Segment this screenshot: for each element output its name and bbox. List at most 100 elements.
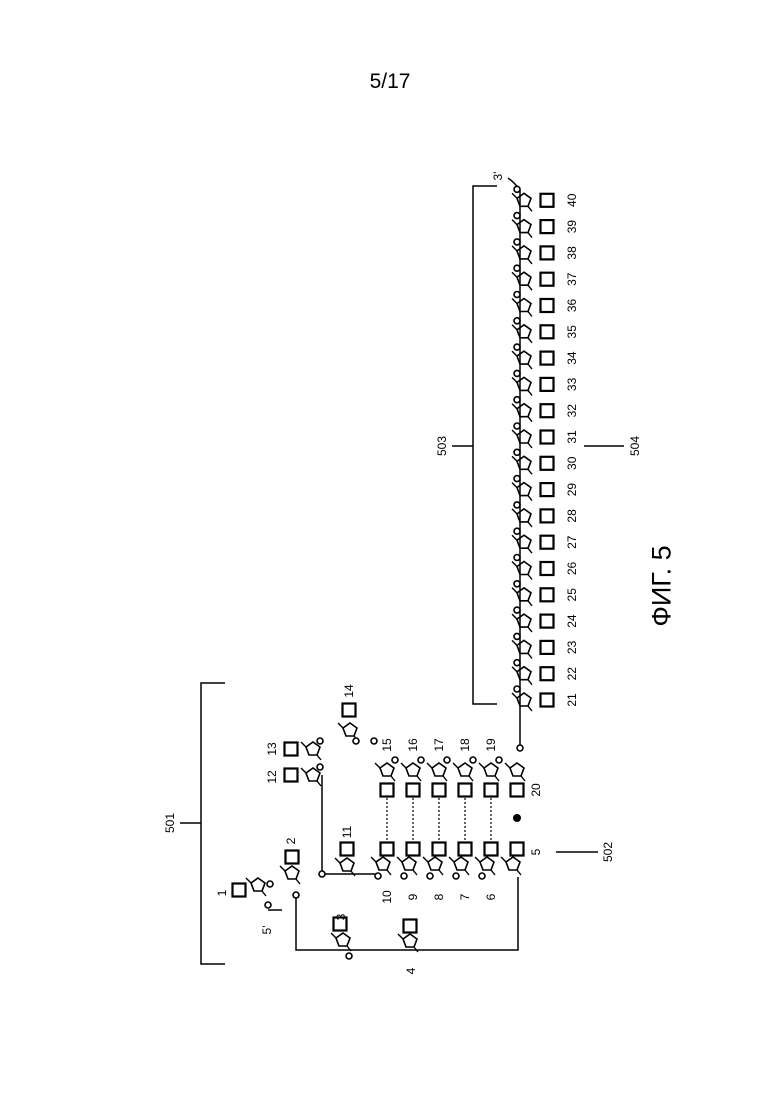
- sugar-icon: [512, 562, 532, 580]
- sugar-icon: [512, 509, 532, 527]
- tail-nucleotide: [512, 686, 554, 711]
- sugar-icon: [512, 640, 532, 658]
- stem-upper-label: 19: [484, 738, 498, 752]
- tail-label: 21: [565, 693, 579, 707]
- label-14: 14: [342, 684, 356, 698]
- tail-nucleotide: [512, 423, 554, 448]
- phosphate-icon: [514, 265, 520, 271]
- stem-lower-label: 10: [380, 890, 394, 904]
- tail-nucleotide: [512, 633, 554, 658]
- base-square-icon: [541, 378, 554, 391]
- tail-label: 32: [565, 404, 579, 418]
- tail-nucleotide: [512, 449, 554, 474]
- base-square-icon: [541, 536, 554, 549]
- tail-nucleotide: [512, 528, 554, 553]
- phosphate-icon: [514, 502, 520, 508]
- tail-nucleotide: [512, 660, 554, 685]
- tail-label: 27: [565, 535, 579, 549]
- tail-nucleotide: [512, 555, 554, 580]
- tail-label: 23: [565, 640, 579, 654]
- label-1: 1: [215, 889, 229, 896]
- base-square-icon: [541, 220, 554, 233]
- tail-label: 34: [565, 351, 579, 365]
- bracket-503: [452, 186, 497, 704]
- phosphate-icon: [514, 528, 520, 534]
- tail-label: 35: [565, 325, 579, 339]
- bracket-501: [180, 683, 225, 964]
- base-square-icon: [541, 299, 554, 312]
- base-pairs: [387, 790, 491, 842]
- tail-nucleotide: [512, 370, 554, 395]
- tail-nucleotide: [512, 607, 554, 632]
- sugar-icon: [512, 456, 532, 474]
- sugar-icon: [512, 325, 532, 343]
- phosphate-icon: [514, 476, 520, 482]
- phosphate-icon: [514, 449, 520, 455]
- stem-upper-label: 20: [529, 783, 543, 797]
- sugar-icon: [512, 588, 532, 606]
- stem-lower-label: 7: [458, 893, 472, 900]
- base-square-icon: [541, 457, 554, 470]
- tail-label: 36: [565, 299, 579, 313]
- label-11: 11: [340, 825, 354, 838]
- tail-nucleotide: [512, 239, 554, 264]
- tail-nucleotide: [512, 344, 554, 369]
- label-2: 2: [284, 837, 298, 844]
- tail-nucleotide: [512, 318, 554, 343]
- phosphate-icon: [514, 186, 520, 192]
- stem-upper-label: 17: [432, 738, 446, 752]
- sugar-icon: [512, 404, 532, 422]
- label-3: 3: [334, 913, 348, 920]
- tail-label: 26: [565, 562, 579, 576]
- backbone: [268, 178, 520, 950]
- base-square-icon: [541, 588, 554, 601]
- phosphate-icon: [514, 633, 520, 639]
- sugar-icon: [512, 220, 532, 238]
- mismatch-dot: [513, 814, 521, 822]
- stem-upper-label: 18: [458, 738, 472, 752]
- base-square-icon: [541, 509, 554, 522]
- base-square-icon: [541, 431, 554, 444]
- stem-lower-label: 9: [406, 893, 420, 900]
- phosphate-icon: [514, 213, 520, 219]
- ref-502: 502: [601, 842, 615, 862]
- sugar-icon: [512, 377, 532, 395]
- base-square-icon: [541, 562, 554, 575]
- tail-label: 24: [565, 614, 579, 628]
- tail-label: 22: [565, 667, 579, 681]
- label-4: 4: [404, 967, 418, 974]
- tail-nucleotide: [512, 265, 554, 290]
- stem-lower-label: 6: [484, 893, 498, 900]
- tail-nucleotide: [512, 581, 554, 606]
- tail-label: 25: [565, 588, 579, 602]
- sugar-icon: [512, 693, 532, 711]
- tail-labels: 2122232425262728293031323334353637383940: [565, 193, 579, 706]
- phosphate-icon: [514, 607, 520, 613]
- tail-nucleotide: [512, 292, 554, 317]
- stem-lower-label: 8: [432, 893, 446, 900]
- base-square-icon: [541, 325, 554, 338]
- base-square-icon: [541, 641, 554, 654]
- tail-nucleotide: [512, 186, 554, 211]
- base-square-icon: [541, 404, 554, 417]
- ref-503: 503: [435, 436, 449, 456]
- sugar-icon: [512, 351, 532, 369]
- tail-label: 33: [565, 377, 579, 391]
- base-square-icon: [541, 483, 554, 496]
- sugar-icon: [512, 430, 532, 448]
- phosphate-icon: [514, 318, 520, 324]
- tail-label: 28: [565, 509, 579, 523]
- tail-region: [512, 186, 554, 711]
- sugar-icon: [512, 535, 532, 553]
- base-square-icon: [541, 615, 554, 628]
- tail-label: 39: [565, 220, 579, 234]
- label-5prime: 5': [260, 926, 274, 935]
- sugar-icon: [512, 667, 532, 685]
- base-square-icon: [541, 352, 554, 365]
- label-12: 12: [265, 770, 279, 784]
- stem-upper-label: 15: [380, 738, 394, 752]
- phosphate-icon: [514, 555, 520, 561]
- sugar-icon: [512, 246, 532, 264]
- tail-label: 40: [565, 193, 579, 207]
- phosphate-icon: [514, 423, 520, 429]
